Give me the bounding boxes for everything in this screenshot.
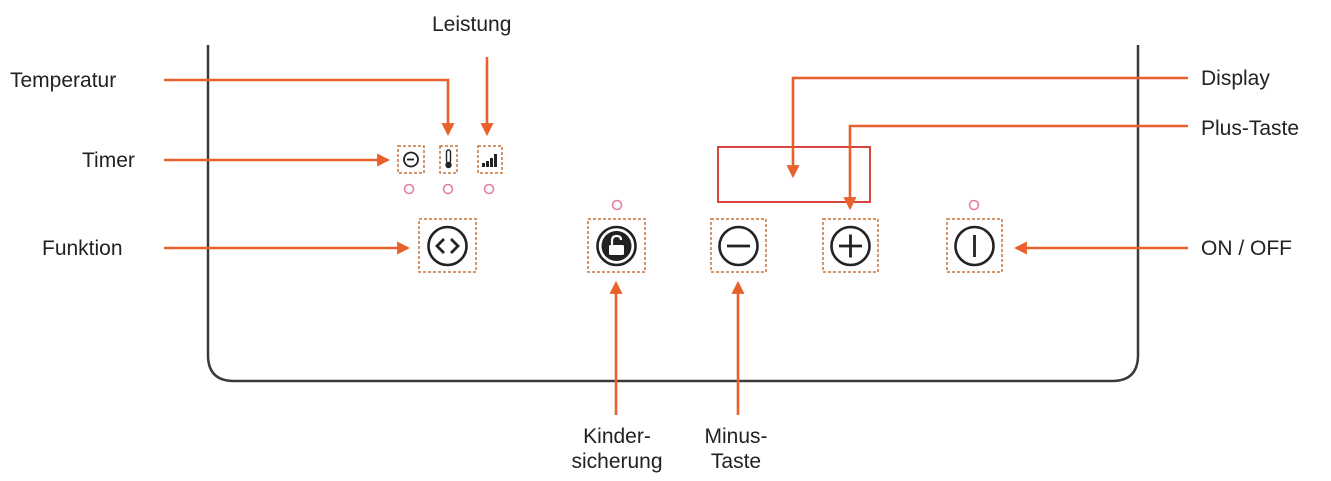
indicator-led-temperatur [442, 183, 454, 195]
label-funktion: Funktion [42, 237, 123, 260]
minus-button[interactable] [710, 218, 767, 273]
panel-outline [206, 45, 1140, 383]
label-temperatur: Temperatur [10, 69, 117, 92]
label-kindersicherung-line1: Kinder- [583, 425, 651, 448]
timer-indicator [397, 145, 425, 174]
label-leistung: Leistung [432, 13, 512, 36]
plus-icon [839, 234, 862, 258]
indicator-led-kindersicherung [611, 199, 623, 211]
label-display: Display [1201, 67, 1270, 90]
callout-arrows [164, 57, 1188, 415]
thermometer-icon [445, 149, 452, 169]
label-kindersicherung: Kinder- sicherung [552, 424, 682, 474]
lock-icon [609, 234, 624, 255]
arrow-display [786, 76, 1188, 179]
label-plus-taste: Plus-Taste [1201, 117, 1300, 140]
indicator-led-on-off [968, 199, 980, 211]
label-minus-taste: Minus- Taste [686, 424, 786, 474]
label-minus-taste-line1: Minus- [704, 425, 768, 448]
arrow-plus-taste [843, 124, 1188, 211]
plus-button[interactable] [822, 218, 879, 273]
label-minus-taste-line2: Taste [710, 450, 762, 473]
indicator-led-leistung [483, 183, 495, 195]
temperatur-indicator [439, 145, 458, 174]
label-kindersicherung-line2: sicherung [571, 450, 663, 473]
on-off-button[interactable] [946, 218, 1003, 273]
arrow-temperatur [164, 78, 455, 137]
kindersicherung-button[interactable] [587, 218, 646, 273]
clock-icon [403, 151, 419, 168]
leistung-indicator [477, 145, 503, 174]
label-timer: Timer [82, 149, 135, 172]
function-arrows-icon [435, 238, 460, 254]
funktion-button[interactable] [418, 218, 477, 273]
label-on-off: ON / OFF [1201, 237, 1292, 260]
indicator-led-timer [403, 183, 415, 195]
power-level-icon [482, 154, 497, 167]
